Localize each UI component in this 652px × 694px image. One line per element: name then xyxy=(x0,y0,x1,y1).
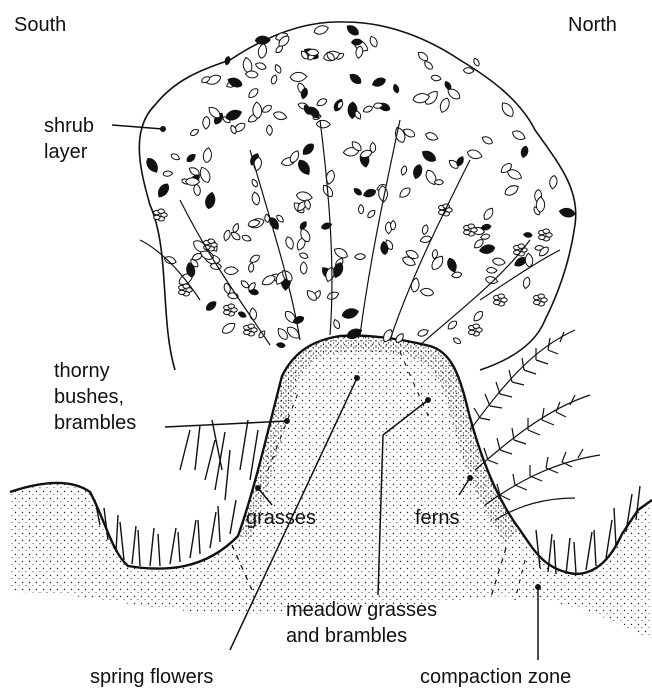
label-compaction-zone: compaction zone xyxy=(420,664,571,690)
leader-shrub-layer xyxy=(112,125,163,129)
label-grasses: grasses xyxy=(246,505,316,531)
label-thorny-bushes-brambles: thorny bushes, brambles xyxy=(54,358,136,436)
label-south: South xyxy=(14,12,66,38)
shrub-canopy xyxy=(139,22,575,370)
label-meadow-grasses-and-brambles: meadow grasses and brambles xyxy=(286,597,437,649)
label-north: North xyxy=(568,12,617,38)
label-shrub-layer: shrub layer xyxy=(44,113,94,165)
label-spring-flowers: spring flowers xyxy=(90,664,213,690)
label-ferns: ferns xyxy=(415,505,459,531)
